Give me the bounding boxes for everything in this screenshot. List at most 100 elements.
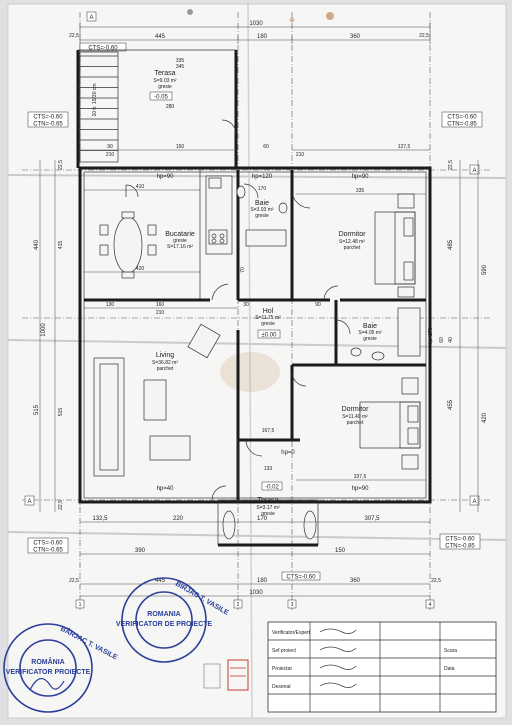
level-left-ctn: CTN=-0.65	[33, 122, 63, 128]
room-hol-floor: gresie	[261, 321, 275, 327]
top-dimensions: 1030 445 180 360 22,5 22,5	[69, 21, 431, 44]
room-baie1-floor: gresie	[255, 213, 269, 219]
axis-letter-left: A	[27, 499, 31, 505]
title-row4: Desenat	[272, 684, 291, 690]
level-left-cts: CTS=-0.60	[33, 115, 63, 121]
dim-70: 70	[240, 267, 246, 273]
axis-number-3: 3	[291, 602, 294, 608]
level-bottom-right-cts: CTS=-0.60	[445, 537, 475, 543]
dim-top-seg3: 360	[350, 34, 361, 40]
dim-bottom-total: 1030	[249, 590, 263, 596]
living-cabinet	[187, 323, 221, 359]
title-col-scale: Scara	[444, 648, 457, 654]
hp-kitchen: hp=90	[157, 174, 175, 180]
right-dimensions: 485 590 455 420 60 40 22,5	[439, 160, 488, 512]
room-bucatarie-floor: gresie	[173, 238, 187, 244]
dim-left-440: 440	[34, 239, 40, 250]
level-right-ctn: CTN=-0.85	[447, 122, 477, 128]
title-col-date: Data	[444, 666, 455, 672]
dim-top-seg2: 180	[257, 34, 268, 40]
room-dormitor2-floor: parchet	[347, 420, 364, 426]
room-baie1-area: S=3.93 m²	[250, 207, 274, 213]
room-dormitor2-area: S=11.40 m²	[342, 414, 368, 420]
bathtub-1	[245, 229, 287, 247]
axis-number-1: 1	[79, 602, 82, 608]
level-bottom-left-ctn: CTN=-0.65	[33, 548, 63, 554]
room-baie2-name: Baie	[363, 323, 377, 330]
inner-dimensions: 410 170 335 420 130 160 210 90 30 337,5 …	[80, 58, 430, 481]
dim-337-5: 337,5	[354, 474, 367, 480]
dim-280: 280	[166, 104, 175, 110]
dim-150-top: 150	[176, 144, 185, 150]
level-bottom-right-ctn: CTN=-0.85	[445, 544, 475, 550]
room-terasa-bottom-name: Terasa	[257, 497, 278, 504]
dim-30: 30	[243, 302, 249, 308]
walls	[76, 49, 432, 547]
stamp2-mid: ROMÂNIA	[31, 657, 64, 666]
level-bottom-mid-cts: CTS=-0.60	[286, 575, 316, 581]
title-block: Verificator/Expert Sef proiect Proiectat…	[267, 621, 497, 713]
sink-2	[371, 351, 385, 361]
room-dormitor1-floor: parchet	[344, 245, 361, 251]
sofa	[93, 357, 125, 477]
dim-335: 335	[356, 188, 365, 194]
dim-right-590: 590	[482, 264, 488, 275]
level-right-cts: CTS=-0.60	[447, 115, 477, 121]
axis-number-4: 4	[429, 602, 432, 608]
hp-bath2: hp=170	[428, 327, 434, 344]
level-terrace-cts: CTS=-0.60	[88, 46, 118, 52]
paper	[8, 4, 506, 718]
dim-top-edge: 22,5	[69, 33, 79, 39]
room-dormitor1-name: Dormitor	[339, 231, 367, 238]
kitchen-counter	[205, 175, 233, 255]
toilet-1	[236, 185, 246, 199]
dim-167-5: 167,5	[262, 428, 275, 434]
dim-90-top: 90	[107, 144, 113, 150]
title-row2: Sef proiect	[272, 648, 297, 654]
level-markers: CTS=-0.60 CTS=-0.60 CTN=-0.65 CTS=-0.60 …	[27, 42, 483, 581]
dining-table	[113, 216, 143, 274]
room-baie2-area: S=4.05 m²	[358, 330, 382, 336]
dim-total-top: 1030	[249, 21, 263, 27]
title-row1: Verificator/Expert	[272, 630, 311, 636]
dim-right-455: 455	[448, 399, 454, 410]
dim-bottom-row1-2: 170	[257, 516, 268, 522]
level-hall: ±0.00	[262, 333, 278, 339]
planter-left	[222, 510, 236, 540]
window-height-labels: hp=90 hp=120 hp=90 hp=40 hp=90 hp=0 hp=1…	[157, 174, 434, 492]
dim-right-420: 420	[482, 412, 488, 423]
dim-60: 60	[263, 144, 269, 150]
dim-bottom-seg2: 180	[257, 578, 268, 584]
dim-left-515: 515	[34, 404, 40, 415]
hp-living: hp=40	[157, 486, 175, 492]
room-terasa-top-area: S=9.03 m²	[153, 78, 177, 84]
hp-bedroom1: hp=90	[352, 174, 370, 180]
sink-1	[278, 202, 288, 214]
room-hol-area: S=11.75 m²	[255, 315, 281, 321]
dim-right-edge: 22,5	[448, 160, 454, 170]
toilet-2	[350, 347, 362, 357]
dim-130: 130	[106, 302, 115, 308]
dim-bottom-seg3: 360	[350, 578, 361, 584]
left-dimensions: 440 1000 515 415 515 22,5 22,5	[34, 160, 64, 512]
coffee-table	[143, 379, 167, 421]
room-baie2-floor: gresie	[363, 336, 377, 342]
hp-bedroom2: hp=90	[352, 486, 370, 492]
room-terasa-bottom-floor: gresie	[261, 511, 275, 517]
stamp1-inner: VERIFICATOR DE PROIECTE	[116, 621, 213, 628]
level-terrace: -0.05	[154, 95, 168, 101]
stamp2-inner: VERIFICATOR PROIECTE	[6, 669, 91, 676]
room-bucatarie-name: Bucatarie	[165, 231, 195, 238]
room-living-name: Living	[156, 352, 174, 359]
dim-bottom-row1-3: 307,5	[364, 516, 380, 522]
room-bucatarie-area: S=17.16 m²	[167, 244, 193, 250]
room-dormitor1-area: S=12.48 m²	[339, 239, 365, 245]
dim-170: 170	[258, 186, 267, 192]
stamp1-mid: ROMANIA	[147, 611, 180, 618]
room-terasa-top-floor: gresie	[158, 84, 172, 90]
dim-210-a: 210	[106, 152, 115, 158]
bathtub-2	[397, 307, 421, 357]
axis-letter-right-top: A	[472, 168, 476, 174]
